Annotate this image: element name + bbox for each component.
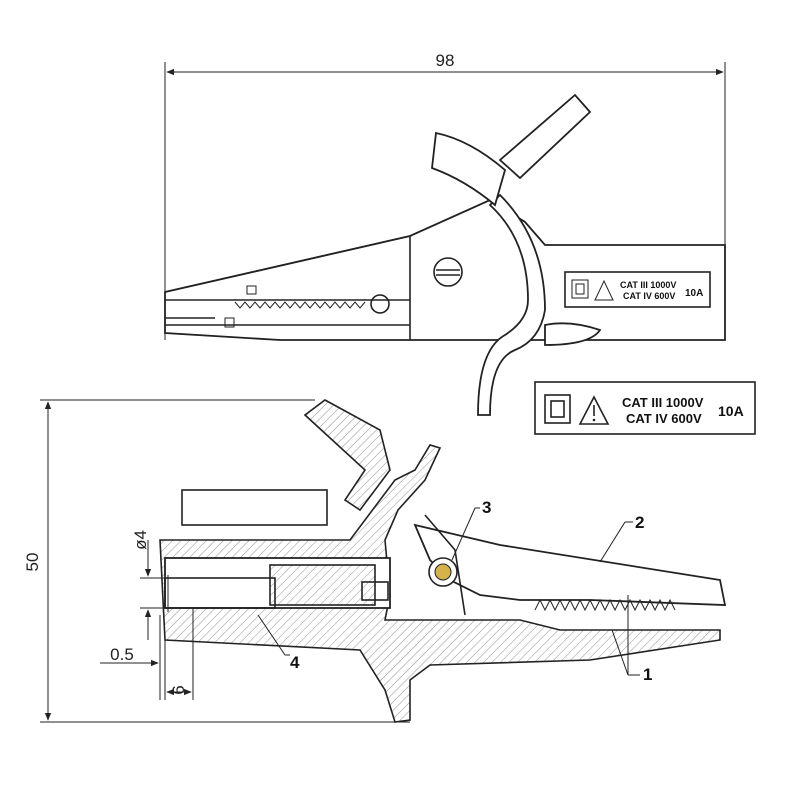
depth-label: 6 (169, 685, 188, 694)
callout-2: 2 (599, 513, 644, 563)
section-view: 50 ø4 (23, 399, 727, 723)
warning-triangle-icon (578, 395, 610, 425)
window-upper (246, 285, 257, 295)
rating-label-large: CAT III 1000V CAT IV 600V 10A (534, 381, 756, 435)
svg-text:CAT III 1000V: CAT III 1000V (622, 395, 704, 410)
svg-text:CAT IV 600V: CAT IV 600V (626, 411, 702, 426)
lever-arm (477, 193, 546, 416)
jaw-teeth (234, 301, 366, 309)
double-insulation-icon (544, 394, 571, 424)
section-lever (303, 399, 391, 512)
svg-text:10A: 10A (718, 403, 744, 419)
dimension-offset: 0.5 6 (100, 608, 194, 700)
rating-label-small: CAT III 1000V CAT IV 600V 10A (564, 271, 711, 308)
callout-4: 4 (257, 614, 300, 672)
window-lower (224, 317, 235, 328)
rivet-icon (428, 557, 458, 587)
svg-text:4: 4 (290, 653, 300, 672)
spring (424, 514, 466, 616)
top-view: 98 CAT III 10 (164, 51, 726, 416)
height-label: 50 (23, 553, 42, 572)
callout-3: 3 (451, 498, 491, 561)
section-teeth (534, 598, 676, 612)
screw-icon (433, 257, 463, 287)
svg-text:CAT III 1000V: CAT III 1000V (620, 280, 676, 290)
svg-text:CAT IV 600V: CAT IV 600V (623, 291, 675, 301)
svg-text:2: 2 (635, 513, 644, 532)
rear-handle (498, 93, 592, 180)
rear-tail (544, 322, 602, 346)
thumb-pad (431, 131, 507, 207)
svg-text:1: 1 (643, 665, 652, 684)
svg-text:10A: 10A (685, 288, 703, 299)
pivot-slot (370, 294, 390, 314)
svg-text:3: 3 (482, 498, 491, 517)
callout-1: 1 (611, 595, 652, 684)
dimension-diameter: ø4 (131, 530, 270, 640)
upper-jaw (164, 235, 411, 301)
offset-label: 0.5 (110, 645, 134, 664)
dimension-height: 50 (23, 399, 410, 723)
socket-insert (269, 564, 376, 606)
diameter-label: ø4 (131, 530, 150, 550)
section-body (159, 444, 721, 723)
length-label: 98 (436, 51, 455, 70)
warning-triangle-icon (594, 279, 614, 301)
blank-label-area (181, 489, 328, 526)
double-insulation-icon (571, 279, 589, 299)
